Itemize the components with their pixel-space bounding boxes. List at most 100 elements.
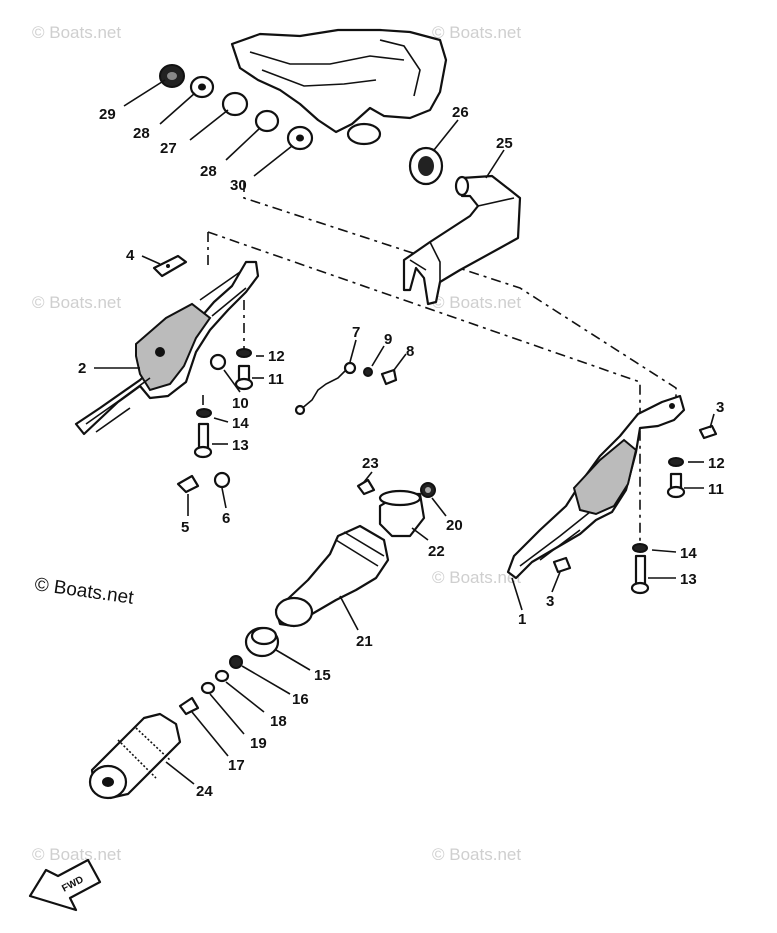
dash-line-upper <box>243 182 677 408</box>
leader-23 <box>363 471 373 483</box>
leader-1 <box>511 577 523 611</box>
part-7-wire <box>294 361 398 416</box>
leader-28b <box>225 127 261 161</box>
callout-22: 22 <box>428 543 445 560</box>
callout-24: 24 <box>196 783 213 800</box>
top-hardware <box>159 64 314 151</box>
leader-27 <box>189 109 229 141</box>
leader-14a <box>213 417 229 423</box>
callout-2: 2 <box>78 360 86 377</box>
callout-30: 30 <box>230 177 247 194</box>
part-28-washer-a-hole <box>198 83 206 91</box>
part-13-bolt-a-head <box>193 445 213 459</box>
leader-lines <box>94 79 715 785</box>
callout-8: 8 <box>406 343 414 360</box>
leader-6 <box>221 487 227 509</box>
callout-28b: 28 <box>200 163 217 180</box>
watermark-layer: © Boats.net © Boats.net © Boats.net © Bo… <box>32 23 521 864</box>
callout-4: 4 <box>126 247 135 264</box>
part-13-bolt-b-shank <box>634 554 647 588</box>
part-25-steering-arm <box>402 174 522 306</box>
callout-20: 20 <box>446 517 463 534</box>
watermark-lower-right: © Boats.net <box>432 568 521 587</box>
bracket-housing-outline <box>230 28 448 134</box>
callout-29: 29 <box>99 106 116 123</box>
part-21-rings <box>335 531 385 567</box>
part-27-bushing <box>221 91 249 117</box>
callout-28a: 28 <box>133 125 150 142</box>
watermark-bottom-right: © Boats.net <box>432 845 521 864</box>
part-15-knob <box>244 626 280 658</box>
part-3-screw-b <box>552 556 572 574</box>
part-16-spring <box>229 655 243 669</box>
left-fasteners <box>193 348 254 459</box>
callout-12b: 12 <box>708 455 725 472</box>
fwd-arrow: FWD <box>28 858 102 912</box>
part-11-bolt-a-head <box>234 377 254 391</box>
part-18-washer <box>214 669 230 683</box>
part-25-pin <box>454 175 470 197</box>
leader-10 <box>223 369 241 393</box>
part-4-hole <box>166 264 170 268</box>
callout-17: 17 <box>228 757 245 774</box>
watermark-bottom-left: © Boats.net <box>32 845 121 864</box>
part-21-tiller-handle <box>274 524 390 628</box>
part-1-tiller-bracket <box>506 394 686 580</box>
leader-7 <box>349 339 357 363</box>
part-28-washer-b <box>254 109 280 133</box>
callout-13b: 13 <box>680 571 697 588</box>
callout-21: 21 <box>356 633 373 650</box>
part-8-screw <box>380 368 398 386</box>
watermark-mid-left: © Boats.net <box>32 293 121 312</box>
leader-29 <box>123 79 166 107</box>
part-6-cap <box>213 471 231 489</box>
part-1-slots <box>519 511 591 567</box>
callout-6: 6 <box>222 510 230 527</box>
part-21-end <box>274 596 314 628</box>
part-7-path <box>299 363 353 411</box>
leader-8 <box>393 353 407 371</box>
leader-17 <box>191 711 229 757</box>
watermark-top-left: © Boats.net <box>32 23 121 42</box>
parts-5-6 <box>176 471 231 494</box>
callout-16: 16 <box>292 691 309 708</box>
bracket-housing-detail <box>249 39 421 97</box>
callout-15: 15 <box>314 667 331 684</box>
part-24-end-hole <box>102 777 114 787</box>
watermark-mid-right: © Boats.net <box>432 293 521 312</box>
part-22-rim <box>378 489 422 507</box>
leader-20 <box>431 497 447 517</box>
part-9-washer <box>363 367 373 377</box>
leader-14b <box>651 549 677 553</box>
callout-18: 18 <box>270 713 287 730</box>
callout-11a: 11 <box>268 371 284 388</box>
upper-bracket-housing <box>230 28 448 146</box>
callout-5: 5 <box>181 519 189 536</box>
leader-15 <box>275 649 311 671</box>
callout-13a: 13 <box>232 437 249 454</box>
part-24-grip <box>88 712 182 800</box>
part-1-housing <box>572 438 638 516</box>
callout-27: 27 <box>160 140 177 157</box>
part-12-washer-a <box>236 348 252 358</box>
part-2-pivot <box>155 347 165 357</box>
part-25-detail <box>409 197 515 282</box>
part-29-nut-hole <box>167 72 177 80</box>
part-14-washer-b <box>632 543 648 553</box>
callout-25: 25 <box>496 135 513 152</box>
leader-4 <box>141 255 161 265</box>
leader-3b <box>551 571 561 593</box>
part-30-washer-hole <box>296 134 304 142</box>
callout-11b: 11 <box>708 481 724 498</box>
watermark-main: © Boats.net <box>33 574 135 609</box>
part-7-eye-end <box>294 404 306 416</box>
part-7-eye-top <box>343 361 357 375</box>
dash-line-lower <box>207 231 641 548</box>
part-2-link-bracket <box>74 260 260 436</box>
callout-3a: 3 <box>716 399 724 416</box>
part-13-bolt-b-head <box>630 581 650 595</box>
part-19-washer <box>200 681 216 695</box>
part-23-screw <box>356 478 376 496</box>
leader-30 <box>253 145 293 177</box>
